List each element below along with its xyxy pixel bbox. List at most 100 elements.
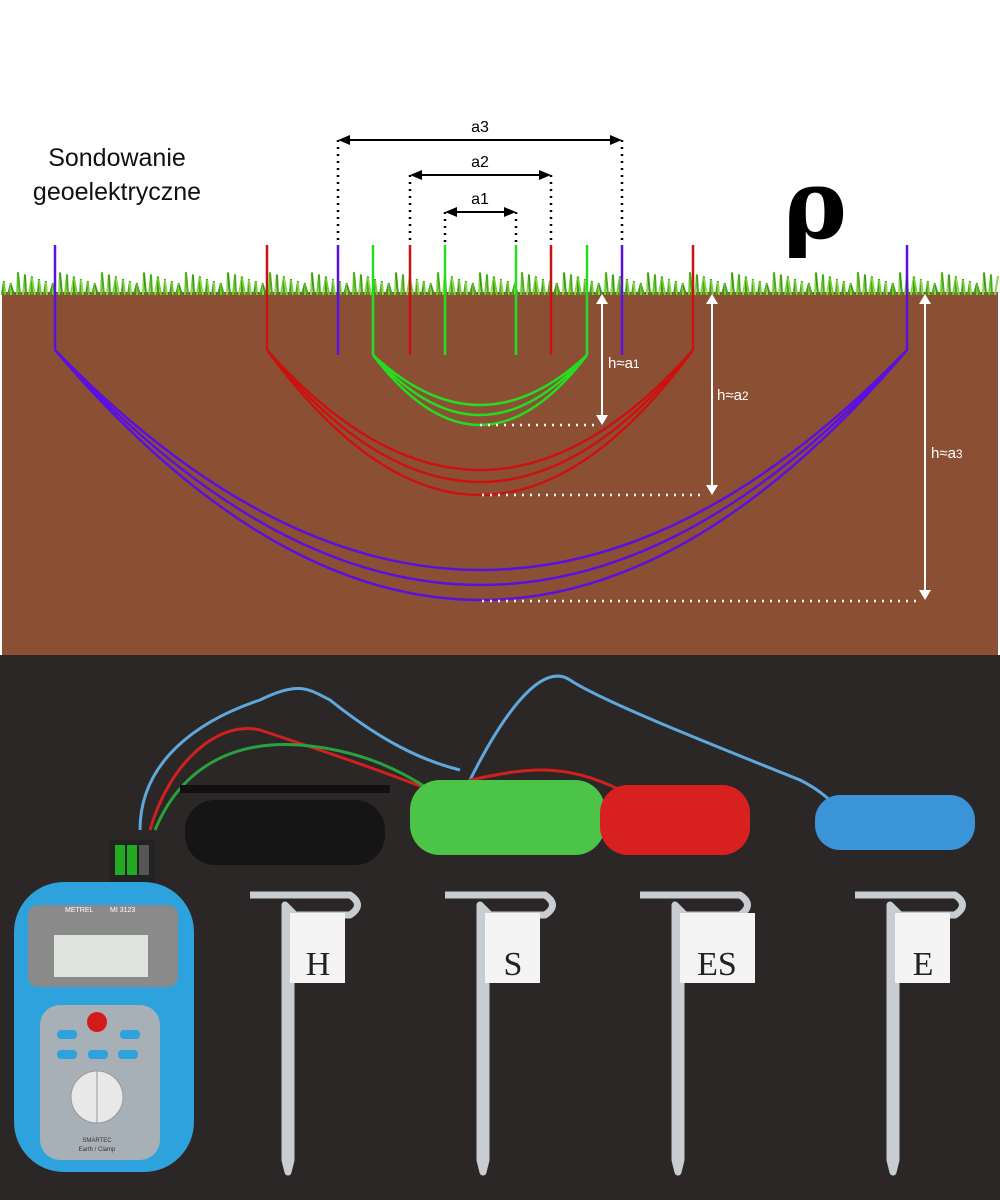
grass-blade	[829, 277, 834, 296]
grass-blade	[920, 279, 924, 296]
grass-blade	[871, 277, 876, 296]
earth-tester-device: METREL MI 3123 SMARTEC Earth / Clamp	[14, 840, 194, 1172]
grass-blade	[983, 272, 987, 296]
grass-blade	[465, 281, 468, 296]
current-paths	[53, 245, 909, 602]
device-plug	[139, 845, 149, 875]
grass-blade	[108, 274, 111, 296]
grass-blade	[752, 279, 756, 296]
grass-blade	[857, 272, 861, 296]
grass-blade	[899, 272, 903, 296]
depth-dotted-guides	[480, 423, 918, 603]
grass-blade	[416, 279, 420, 296]
stake-e: E	[855, 891, 966, 1176]
spacing-arrowheads	[338, 135, 622, 217]
stake-s: S	[445, 891, 556, 1176]
grass-blade	[689, 272, 693, 296]
depth-label-1: h≈a1	[608, 355, 640, 372]
grass-blade	[185, 272, 189, 296]
grass-blade	[171, 281, 174, 296]
depth-arrows	[601, 300, 926, 593]
grass-blade	[10, 284, 15, 296]
grass-blade	[199, 277, 204, 296]
grass-blade	[787, 277, 792, 296]
device-key	[57, 1030, 77, 1039]
grass-blade	[73, 277, 78, 296]
grass-blade	[227, 272, 231, 296]
grass-blade	[367, 277, 372, 296]
device-key	[88, 1050, 108, 1059]
grass-blade	[864, 274, 867, 296]
grass-blade	[262, 284, 267, 296]
grass-blade	[703, 277, 708, 296]
grass-blade	[577, 277, 582, 296]
stake-h: H	[250, 891, 361, 1176]
grass-blade	[843, 281, 846, 296]
grass-blade	[269, 272, 273, 296]
grass-blade	[563, 272, 567, 296]
reel-blue	[815, 795, 975, 850]
grass-blade	[346, 284, 351, 296]
grass-blade	[598, 284, 603, 296]
device-screen	[54, 935, 148, 977]
depth-label-2: h≈a2	[717, 387, 749, 404]
stake-label: E	[913, 946, 934, 983]
reel-black	[185, 800, 385, 865]
grass-blade	[773, 272, 777, 296]
grass-blade	[955, 277, 960, 296]
reel-black-frame	[180, 785, 390, 793]
stake-es: ES	[640, 891, 755, 1176]
grass-blade	[948, 274, 951, 296]
grass-blade	[290, 279, 294, 296]
grass-blade	[3, 281, 6, 296]
grass-blade	[472, 284, 477, 296]
grass-blade	[423, 281, 426, 296]
device-subtitle: Earth / Clamp	[79, 1147, 116, 1153]
stake-label: S	[504, 946, 523, 983]
grass-blade	[122, 279, 126, 296]
grass-blade	[479, 272, 483, 296]
device-key	[120, 1030, 140, 1039]
grass-blade	[66, 274, 69, 296]
device-plug	[115, 845, 125, 875]
grass-blade	[283, 277, 288, 296]
grass-blade	[451, 277, 456, 296]
grass-blade	[878, 279, 882, 296]
grass-blade	[353, 272, 357, 296]
grass-blade	[675, 281, 678, 296]
stake-label: H	[306, 946, 331, 983]
stake-flag	[290, 913, 345, 983]
grass-blade	[696, 274, 699, 296]
grass-blade	[738, 274, 741, 296]
stake-rod	[445, 891, 556, 1176]
stake-rod	[250, 891, 361, 1176]
grass-blade	[605, 272, 609, 296]
grass-strip	[1, 271, 999, 296]
stake-label: ES	[697, 946, 737, 983]
grass-blade	[17, 272, 21, 296]
grass-blade	[115, 277, 120, 296]
grass-blade	[164, 279, 168, 296]
label-a3: a3	[471, 119, 489, 136]
device-plug	[127, 845, 137, 875]
grass-blade	[780, 274, 783, 296]
grass-blade	[59, 272, 63, 296]
grass-blade	[717, 281, 720, 296]
grass-blade	[633, 281, 636, 296]
grass-blade	[31, 277, 36, 296]
device-start-button	[87, 1012, 107, 1032]
grass-blade	[248, 279, 252, 296]
grass-blade	[45, 281, 48, 296]
grass-blade	[388, 284, 393, 296]
grass-blade	[990, 274, 993, 296]
grass-blade	[458, 279, 462, 296]
reel-green	[410, 780, 605, 855]
grass-blade	[661, 277, 666, 296]
grass-blade	[962, 279, 966, 296]
device-brand: METREL	[65, 907, 94, 914]
grass-blade	[80, 279, 84, 296]
red-paths	[265, 245, 695, 497]
grass-blade	[710, 279, 714, 296]
grass-blade	[794, 279, 798, 296]
depth-label-3-sub: 3	[956, 447, 963, 461]
